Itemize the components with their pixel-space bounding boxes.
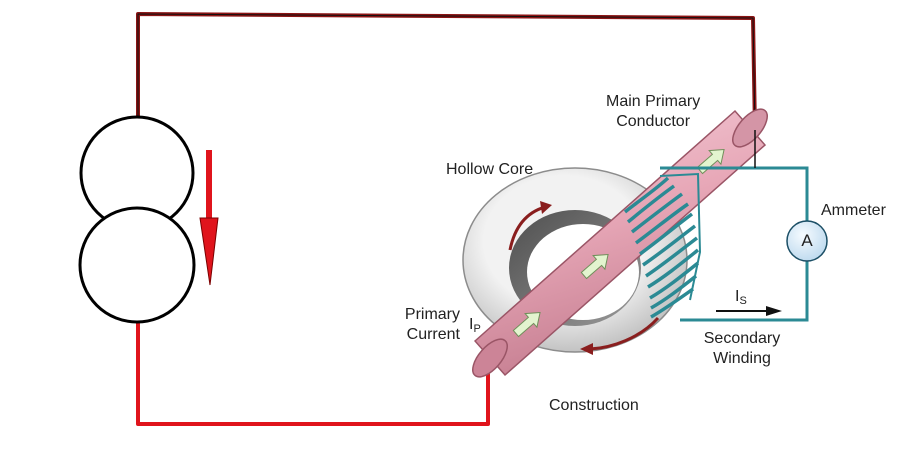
primary-line1: Primary [404,306,460,323]
flux-arrow-top-head [540,201,552,214]
secondary-line1: Secondary [703,330,781,347]
hollow-core-label: Hollow Core [446,161,534,178]
primary-conductor [472,108,768,378]
circuit-wire-top-inner [137,13,756,131]
is-main: I [735,288,740,305]
is-arrow-icon [716,306,782,316]
source-arrow-icon [199,150,219,286]
secondary-leads [660,166,809,322]
primary-line2: Current [406,326,460,343]
secondary-winding [623,172,702,319]
circuit-wire-bottom [136,318,490,426]
ammeter-symbol: A [801,231,813,250]
is-sub: S [739,295,747,307]
main-primary-line1: Main Primary [606,93,701,110]
ip-main: I [469,316,474,333]
flux-arrow-top [508,205,546,251]
current-source-icon [78,115,196,324]
circuit-wire [136,12,757,426]
is-label: IS [735,287,747,311]
main-primary-conductor-label: Main Primary Conductor [606,92,700,132]
primary-current-label: Primary Current [390,305,460,345]
flux-arrow-bottom [589,316,660,351]
flux-arrow-bottom-head [580,343,593,355]
secondary-winding-label: Secondary Winding [688,329,796,369]
conductor-arrow-1 [512,311,541,338]
construction-label: Construction [549,397,639,414]
secondary-line2: Winding [713,350,771,367]
conductor-arrow-2 [580,253,609,280]
ammeter-circle-icon [786,220,828,262]
ip-label: IP [469,315,481,339]
ip-sub: P [473,323,481,335]
main-primary-line2: Conductor [616,113,691,130]
ammeter-label: Ammeter [821,202,886,219]
